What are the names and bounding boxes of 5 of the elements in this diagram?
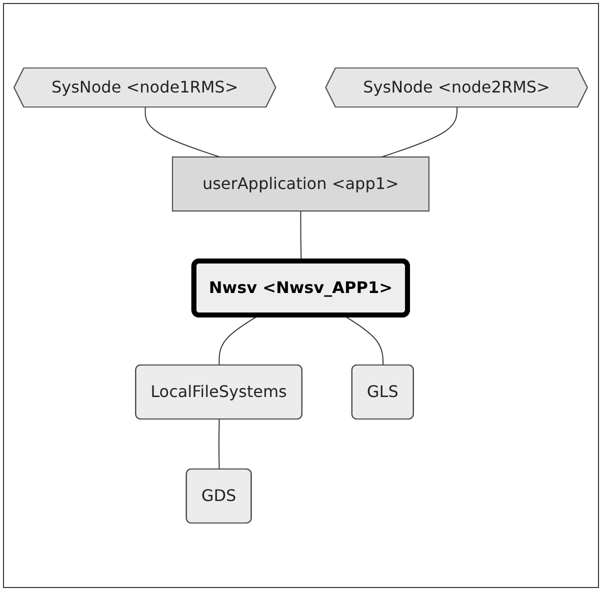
node-box: userApplication <app1> xyxy=(172,156,430,212)
connector xyxy=(344,315,384,366)
connector xyxy=(218,419,220,470)
connector xyxy=(145,107,221,158)
connector xyxy=(381,107,458,158)
